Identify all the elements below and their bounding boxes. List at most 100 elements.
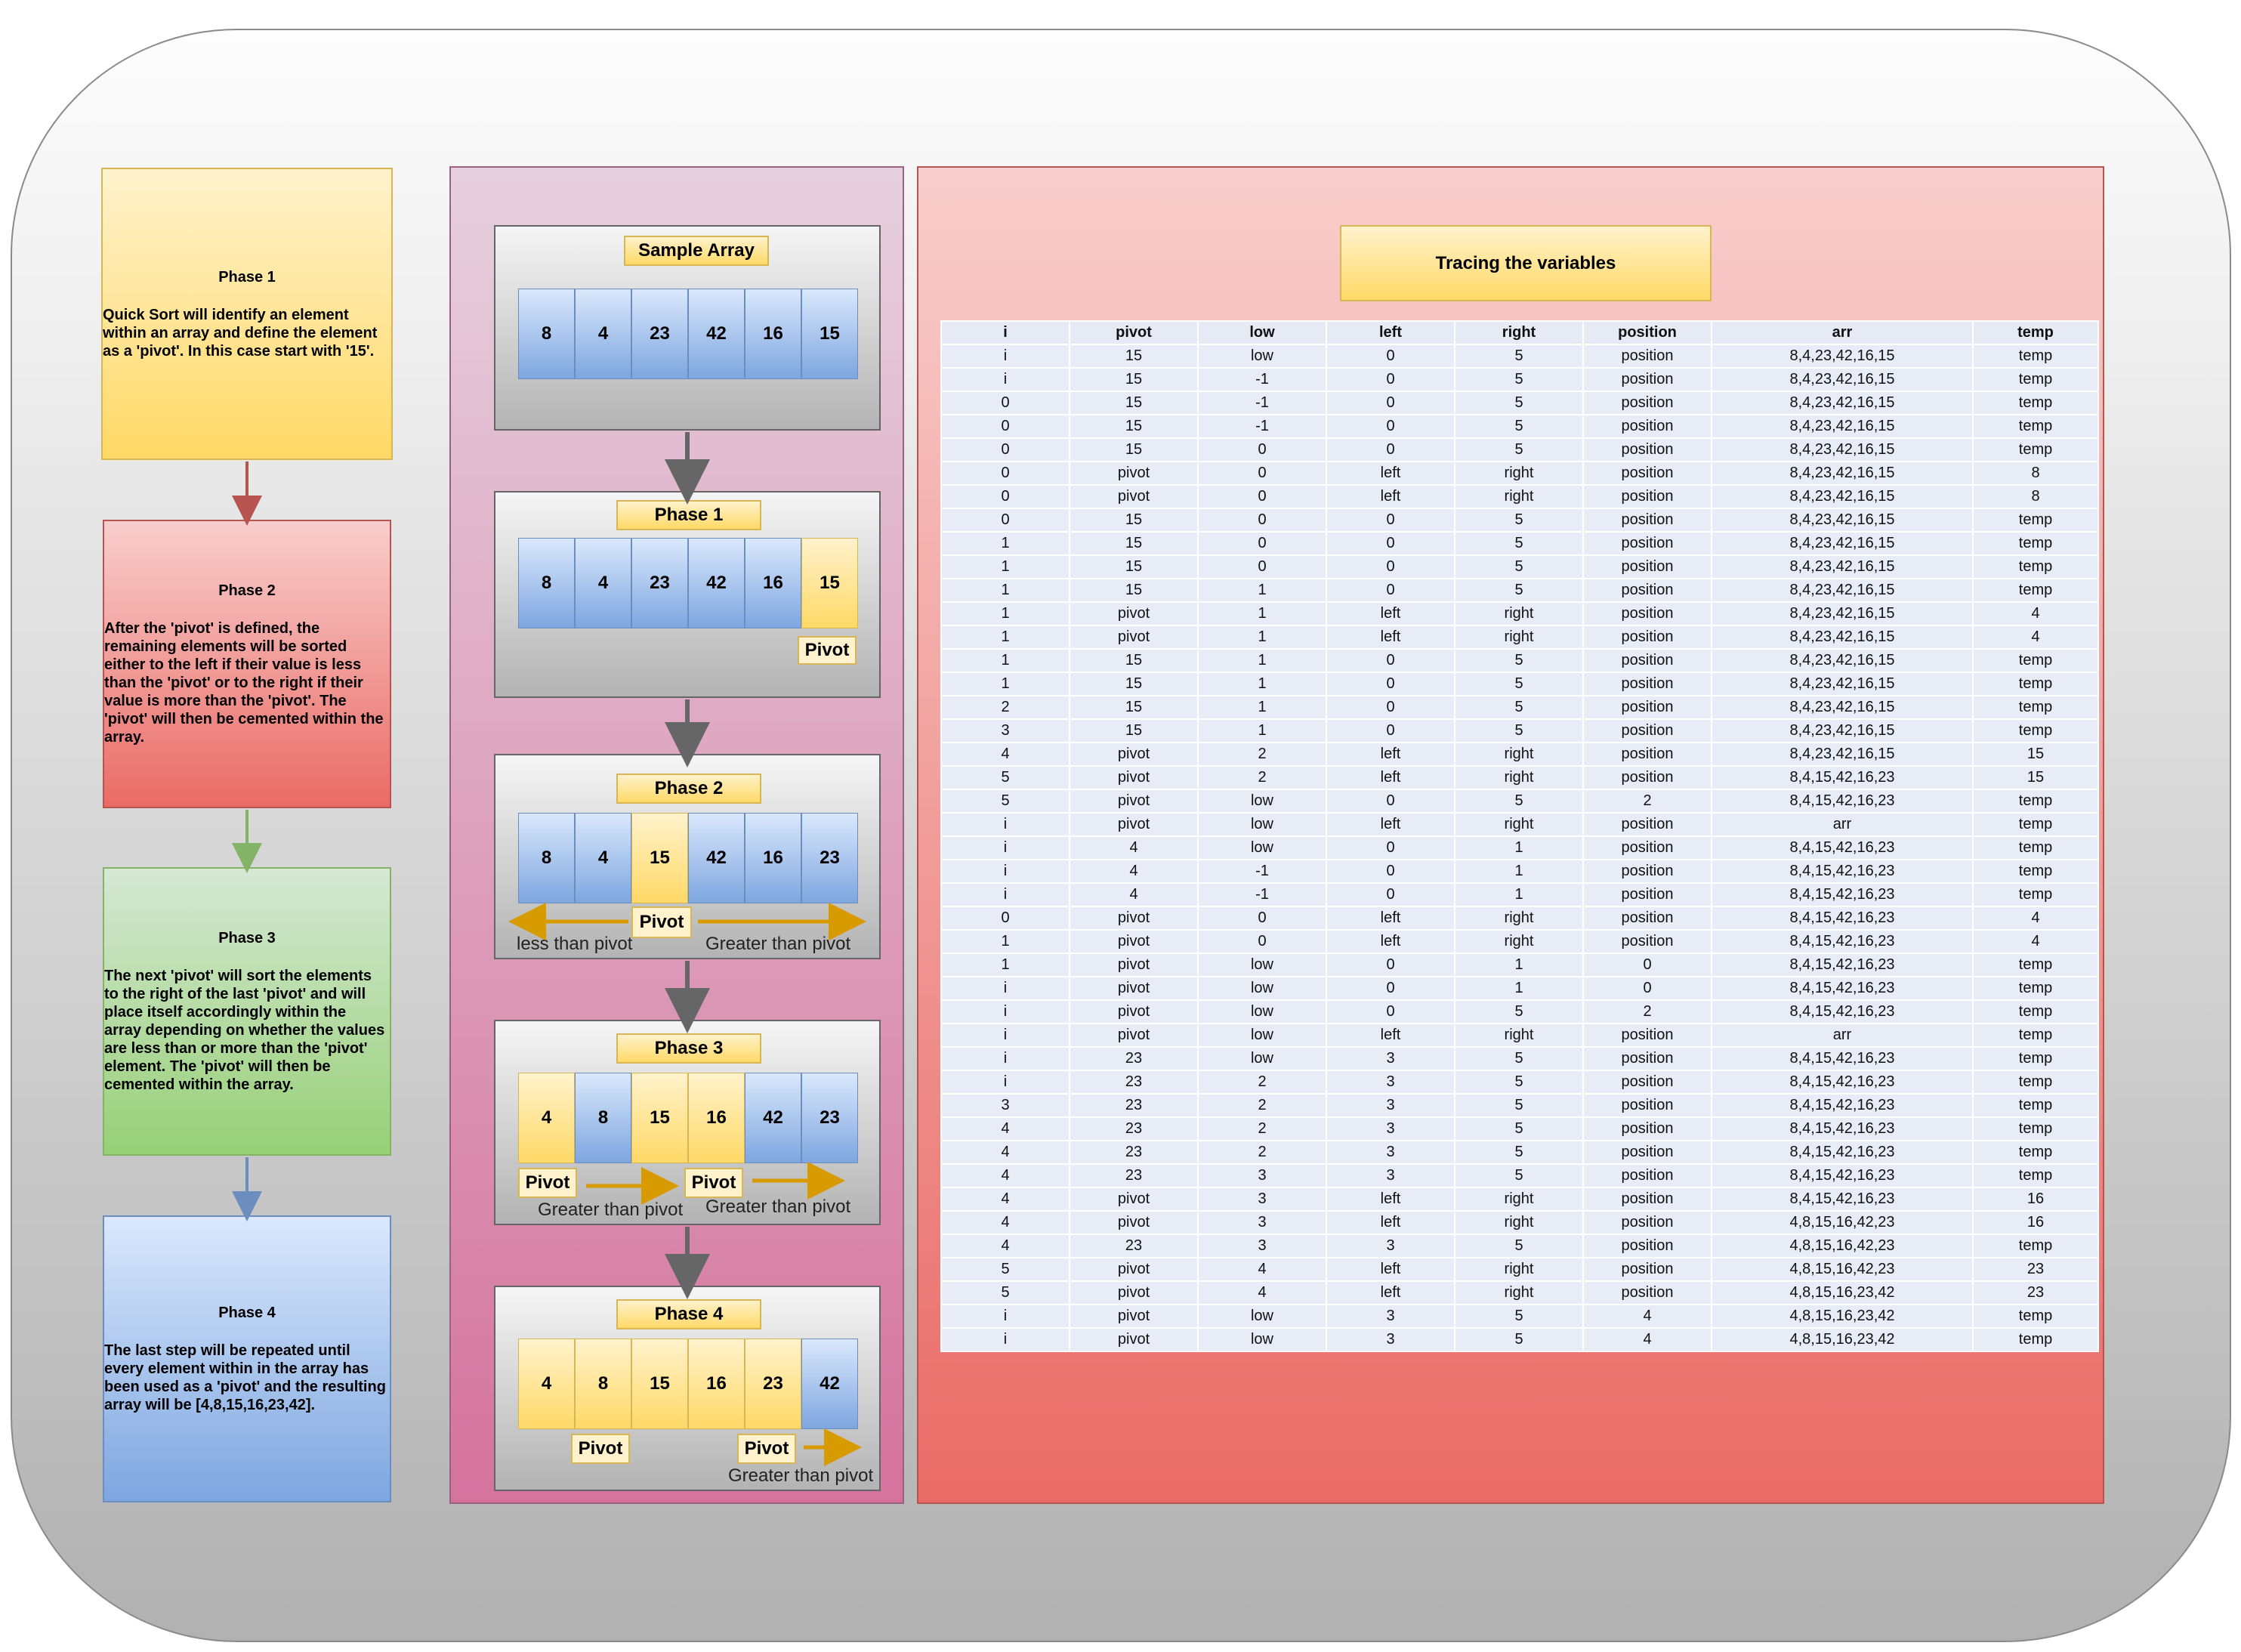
phase-1-stage-box: Phase 1 8 4 23 42 16 15 Pivot [494,491,881,698]
table-cell: 3 [940,1093,1070,1118]
table-cell: 5 [1454,1163,1584,1188]
table-cell: 4,8,15,16,23,42 [1711,1280,1974,1305]
table-cell: 8 [1972,461,2099,486]
table-cell: 8,4,15,42,16,23 [1711,953,1974,977]
table-cell: 8,4,23,42,16,15 [1711,367,1974,392]
table-cell: 8,4,23,42,16,15 [1711,672,1974,696]
table-cell: 3 [1197,1187,1327,1212]
table-cell: 16 [1972,1187,2099,1212]
table-cell: 15 [1069,344,1199,369]
table-cell: 4 [940,1187,1070,1212]
phase-3-description: The next 'pivot' will sort the elements … [104,968,389,1093]
table-cell: low [1197,976,1327,1001]
table-cell: 0 [1197,461,1327,486]
table-cell: 0 [1326,554,1455,579]
table-cell: 4 [1069,859,1199,884]
sorted-cell: 4 [518,1073,575,1163]
table-cell: 4 [940,1163,1070,1188]
table-cell: position [1582,1187,1712,1212]
table-cell: position [1582,414,1712,439]
table-cell: left [1326,929,1455,954]
sorted-cell: 15 [631,1073,688,1163]
table-cell: 0 [1326,531,1455,556]
table-cell: 3 [1326,1140,1455,1165]
table-cell: 4,8,15,16,23,42 [1711,1327,1974,1352]
phase-2-stage-box: Phase 2 8 4 15 42 16 23 Pivot less than … [494,754,881,959]
table-cell: 1 [1197,578,1327,603]
table-cell: 0 [1197,906,1327,931]
table-cell: left [1326,601,1455,626]
table-cell: right [1454,765,1584,790]
table-cell: position [1582,578,1712,603]
phase-3-title: Phase 3 [218,930,276,946]
sample-array-cells: 8 4 23 42 16 15 [518,289,858,379]
table-cell: 0 [1197,484,1327,509]
table-cell: pivot [1069,999,1199,1024]
table-cell: 8,4,23,42,16,15 [1711,695,1974,720]
table-cell: pivot [1069,1257,1199,1282]
table-cell: 0 [1326,835,1455,860]
greater-than-pivot-caption: Greater than pivot [728,1465,874,1486]
table-cell: 0 [940,391,1070,415]
table-cell: pivot [1069,1023,1199,1048]
table-cell: 1 [940,578,1070,603]
table-cell: 5 [1454,789,1584,814]
table-cell: position [1582,1046,1712,1071]
table-cell: 2 [940,695,1070,720]
array-cell: 42 [688,813,745,903]
table-cell: right [1454,601,1584,626]
table-cell: low [1197,344,1327,369]
array-cell: 8 [518,813,575,903]
table-cell: right [1454,1023,1584,1048]
array-cell: 23 [801,1073,858,1163]
array-cell: 16 [745,813,801,903]
table-cell: 8,4,15,42,16,23 [1711,1046,1974,1071]
table-cell: 3 [1326,1234,1455,1258]
table-cell: temp [1972,835,2099,860]
table-cell: right [1454,929,1584,954]
table-cell: 4 [940,1116,1070,1141]
pivot-label: Pivot [798,636,857,665]
stage-title: Phase 4 [616,1299,761,1329]
table-cell: position [1582,1210,1712,1235]
table-cell: 5 [1454,367,1584,392]
table-cell: left [1326,1210,1455,1235]
table-cell: 8,4,15,42,16,23 [1711,882,1974,907]
table-cell: 4,8,15,16,23,42 [1711,1304,1974,1329]
table-cell: 5 [940,789,1070,814]
column-header: left [1326,320,1455,345]
table-cell: position [1582,391,1712,415]
table-cell: 8,4,15,42,16,23 [1711,1093,1974,1118]
table-cell: 8,4,15,42,16,23 [1711,835,1974,860]
table-cell: 0 [1582,953,1712,977]
table-cell: 4 [940,1234,1070,1258]
table-cell: 8,4,15,42,16,23 [1711,1187,1974,1212]
table-cell: 8,4,23,42,16,15 [1711,718,1974,743]
table-cell: low [1197,812,1327,837]
table-cell: 5 [1454,1304,1584,1329]
table-cell: 5 [1454,1327,1584,1352]
table-cell: 3 [1326,1070,1455,1095]
table-cell: 5 [1454,1093,1584,1118]
table-cell: temp [1972,508,2099,533]
table-cell: 16 [1972,1210,2099,1235]
table-cell: 4 [1197,1257,1327,1282]
table-cell: 15 [1069,695,1199,720]
table-cell: position [1582,929,1712,954]
table-cell: 15 [1069,367,1199,392]
table-cell: position [1582,1280,1712,1305]
table-cell: temp [1972,437,2099,462]
table-cell: low [1197,835,1327,860]
